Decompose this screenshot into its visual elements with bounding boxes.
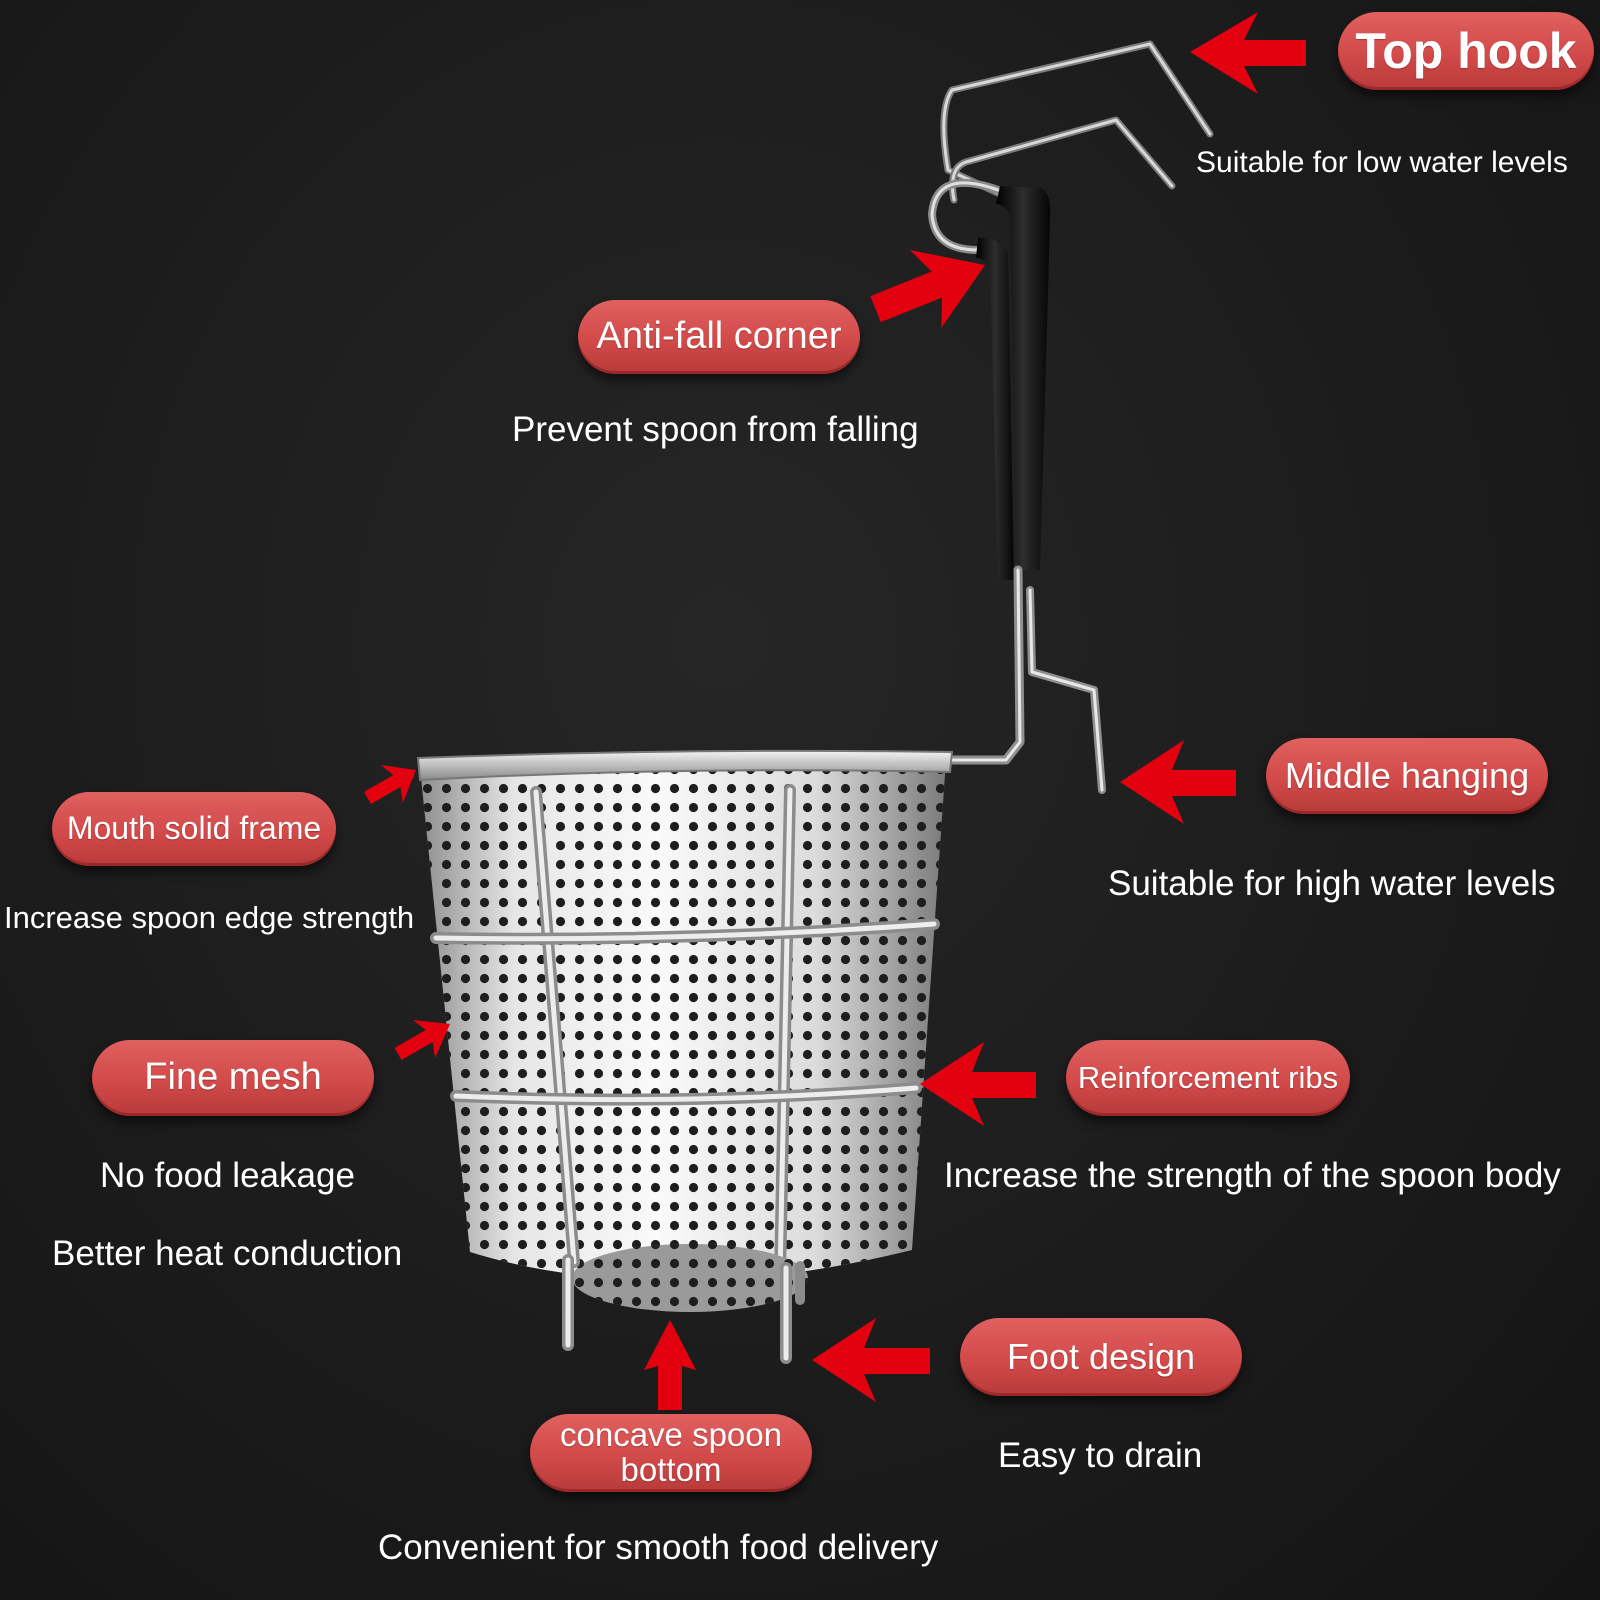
concave-bottom-label: concave spoon bottom (530, 1414, 812, 1492)
top-hook-label: Top hook (1338, 12, 1594, 90)
basket-body (420, 759, 946, 1282)
middle-hanging-label: Middle hanging (1266, 738, 1548, 814)
reinforcement-ribs-description: Increase the strength of the spoon body (944, 1156, 1561, 1195)
reinforcement-ribs-label: Reinforcement ribs (1066, 1040, 1350, 1116)
arrow-icon (394, 1019, 450, 1061)
anti-fall-corner-label-text: Anti-fall corner (596, 315, 842, 358)
handle-stem (945, 565, 1106, 794)
top-hook-description: Suitable for low water levels (1196, 146, 1568, 179)
fine-mesh-label: Fine mesh (92, 1040, 374, 1116)
arrow-icon (812, 1318, 930, 1402)
fine-mesh-label-text: Fine mesh (144, 1056, 322, 1099)
top-hook-wire (928, 40, 1214, 254)
basket-rim (416, 749, 954, 782)
arrow-icon (1190, 12, 1306, 94)
basket-bottom-and-feet (562, 1244, 808, 1364)
middle-hanging-label-text: Middle hanging (1284, 755, 1530, 797)
mouth-solid-frame-label-text: Mouth solid frame (66, 810, 322, 847)
arrow-icon (644, 1320, 696, 1410)
foot-design-label-text: Foot design (1006, 1336, 1196, 1378)
concave-bottom-description: Convenient for smooth food delivery (378, 1528, 939, 1567)
middle-hanging-description: Suitable for high water levels (1108, 864, 1556, 903)
arrow-icon (1120, 740, 1236, 824)
concave-bottom-label-line-2: bottom (620, 1451, 722, 1488)
anti-fall-corner-label: Anti-fall corner (578, 300, 860, 374)
mouth-solid-frame-label: Mouth solid frame (52, 792, 336, 866)
arrow-icon (920, 1042, 1036, 1126)
basket-ribs (430, 784, 940, 1282)
fine-mesh-description-1: No food leakage (100, 1156, 355, 1195)
reinforcement-ribs-label-text: Reinforcement ribs (1077, 1059, 1339, 1095)
mouth-solid-frame-description: Increase spoon edge strength (4, 900, 415, 935)
top-hook-label-text: Top hook (1355, 22, 1577, 79)
concave-bottom-label-line-1: concave spoon (560, 1416, 782, 1454)
arrow-icon (364, 764, 416, 805)
arrow-icon (870, 250, 985, 328)
handle-grip (976, 186, 1051, 581)
foot-design-description: Easy to drain (998, 1436, 1203, 1475)
fine-mesh-description-2: Better heat conduction (52, 1234, 403, 1273)
foot-design-label: Foot design (960, 1318, 1242, 1396)
anti-fall-corner-description: Prevent spoon from falling (512, 410, 919, 449)
callout-arrows (364, 12, 1306, 1410)
